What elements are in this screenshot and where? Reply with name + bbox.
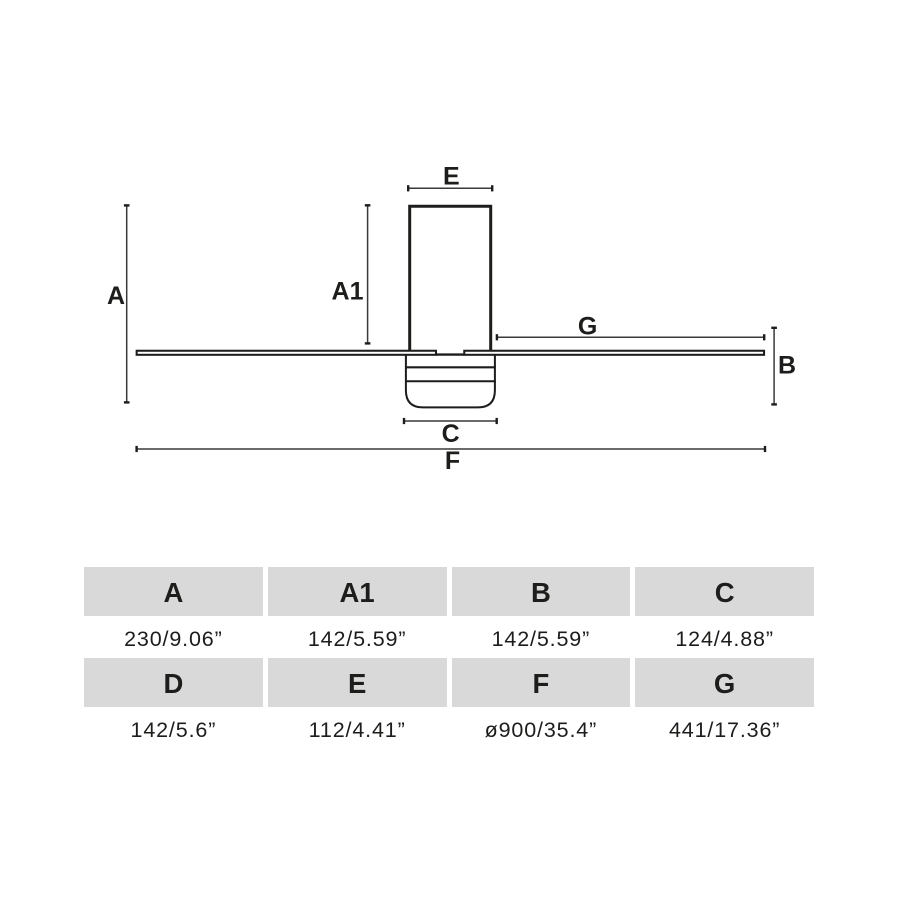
svg-text:B: B: [778, 352, 796, 380]
svg-text:G: G: [578, 313, 597, 341]
svg-text:F: F: [445, 447, 460, 475]
svg-text:E: E: [443, 163, 460, 191]
svg-text:A1: A1: [332, 278, 364, 306]
svg-text:A: A: [107, 282, 125, 310]
svg-text:C: C: [442, 420, 460, 448]
